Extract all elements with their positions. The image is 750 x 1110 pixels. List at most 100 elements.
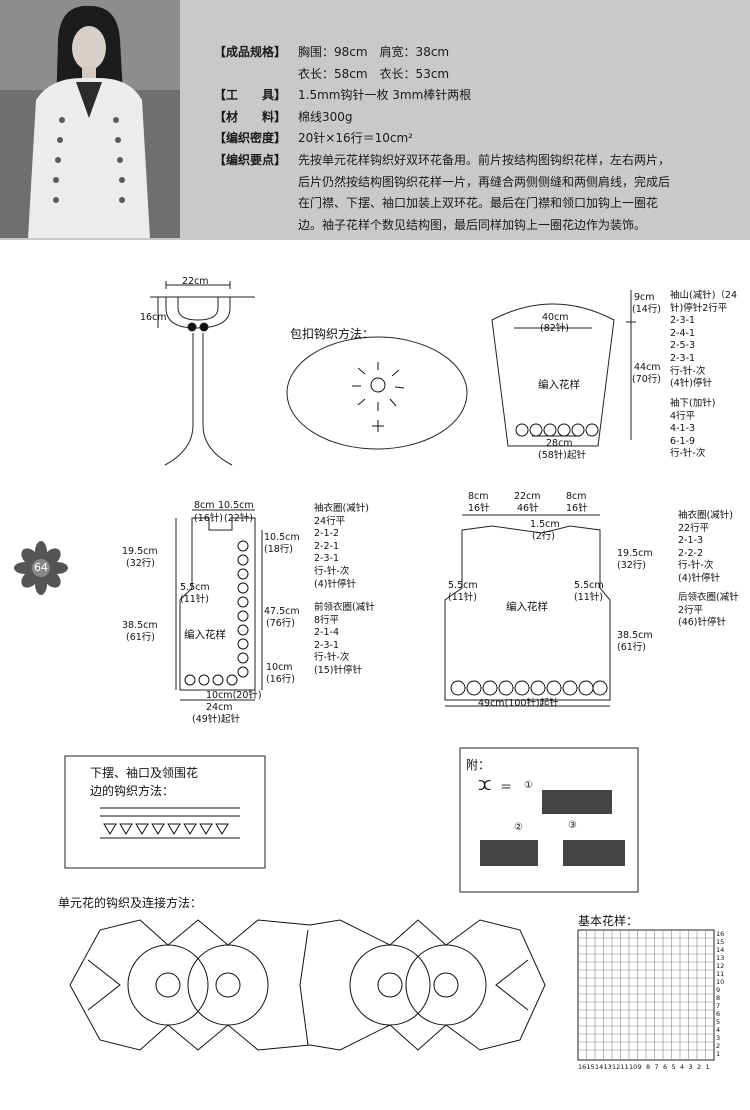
- sleeve-len-rows: (70行): [632, 374, 662, 385]
- stitch-chart-col-number: 2: [697, 1063, 702, 1071]
- back-upper-rows: (32行): [617, 560, 647, 571]
- front-flower-band: [184, 540, 249, 686]
- front-neckdrop-cm: 10.5cm: [264, 532, 300, 543]
- sleeve-top-cm: 40cm: [542, 312, 569, 323]
- front-piece-diagram: [175, 509, 263, 701]
- model-photo: [0, 0, 180, 238]
- stitch-chart-row-number: 14: [716, 946, 725, 954]
- page-number: 64: [34, 561, 48, 574]
- stitch-chart-col-number: 12: [612, 1063, 621, 1071]
- spec-row-instructions: 【编织要点】 先按单元花样钩织好双环花备用。前片按结构图钩织花样，左右两片， 后…: [214, 150, 734, 236]
- button-crochet-title: 包扣钩织方法：: [290, 327, 375, 341]
- sleeve-diagram: [491, 290, 636, 447]
- stitch-chart-row-number: 9: [716, 986, 721, 994]
- note-line: 4行平: [670, 410, 696, 422]
- note-line: (46)针停针: [678, 617, 727, 629]
- front-band-cm: 47.5cm: [264, 606, 300, 617]
- note-line: 2-3-1: [314, 553, 339, 565]
- back-pattern-label: 编入花样: [506, 601, 548, 613]
- sleeve-under-notes: 袖下(加针) 4行平 4-1-3 6-1-9 行-针-次: [670, 398, 715, 461]
- front-neck-notes: 前领衣圈(减针 8行平 2-1-4 2-3-1 行-针-次 (15)针停针: [314, 602, 375, 678]
- front-arm-cm: 5.5cm: [180, 582, 210, 593]
- instruction-line: 后片仍然按结构图钩织花样一片，再缝合两侧侧缝和两侧肩线，完成后: [298, 174, 671, 189]
- sleeve-pattern-label: 编入花样: [538, 379, 580, 391]
- stitch-chart-col-number: 3: [688, 1063, 693, 1071]
- note-line: 2-1-3: [678, 535, 703, 547]
- front-shoulder-st: (16针): [194, 513, 224, 524]
- stitch-chart-col-number: 6: [663, 1063, 668, 1071]
- spec-key: 【材 料】: [214, 109, 287, 124]
- front-bottom-cm: 24cm: [206, 702, 233, 713]
- note-line: (4)针停针: [314, 578, 356, 590]
- back-arm-st: (11针): [448, 592, 478, 603]
- back-piece-diagram: [444, 514, 611, 707]
- note-line: 2-2-1: [314, 540, 339, 552]
- stitch-chart-col-number: 15: [586, 1063, 595, 1071]
- note-line: 2行平: [678, 604, 704, 616]
- back-shoulder-cm: 8cm: [468, 491, 489, 502]
- appendix-equals: ＝: [500, 780, 513, 794]
- spec-row-gauge: 【编织密度】 20针×16行＝10cm²: [214, 128, 734, 150]
- stitch-chart-col-number: 8: [646, 1063, 651, 1071]
- neck-width-label: 22cm: [182, 276, 209, 287]
- back-neck-st: 46针: [517, 503, 539, 514]
- note-line: 2-3-1: [670, 315, 695, 327]
- note-line: 行-针-次: [314, 565, 350, 577]
- back-arm-notes: 袖衣圈(减针) 22行平 2-1-3 2-2-2 行-针-次 (4)针停针: [678, 510, 733, 586]
- front-shoulder-cm: 8cm: [194, 500, 215, 511]
- back-flower-band: [450, 680, 608, 696]
- stitch-chart-row-number: 10: [716, 978, 725, 986]
- edging-chart: [100, 807, 240, 839]
- note-line: 8行平: [314, 614, 340, 626]
- sleeve-top-st: (82针): [540, 323, 570, 334]
- stitch-chart-row-number: 5: [716, 1018, 721, 1026]
- note-line: 22行平: [678, 522, 710, 534]
- spec-row-material: 【材 料】 棉线300g: [214, 107, 734, 129]
- spec-value: 棉线300g: [298, 109, 353, 124]
- back-lower-rows: (61行): [617, 642, 647, 653]
- note-line: 2-3-1: [314, 639, 339, 651]
- appendix-title: 附：: [466, 758, 491, 772]
- appendix-illustrations: [480, 790, 625, 866]
- note-line: 袖衣圈(减针): [314, 503, 369, 514]
- front-bottom-st: (49针)起针: [192, 714, 241, 725]
- spec-key: 【编织要点】: [214, 152, 287, 167]
- front-upper-rows: (32行): [126, 558, 156, 569]
- spec-value: 胸围：98cm 肩宽：38cm: [298, 45, 450, 59]
- instruction-line: 先按单元花样钩织好双环花备用。前片按结构图钩织花样，左右两片，: [298, 152, 671, 167]
- button-crochet-ellipse: [286, 336, 468, 450]
- spec-row-tools: 【工 具】 1.5mm钩针一枚 3mm棒针两根: [214, 85, 734, 107]
- stitch-chart-row-number: 12: [716, 962, 725, 970]
- front-arm-st: (11针): [180, 594, 210, 605]
- stitch-chart-row-number: 6: [716, 1010, 721, 1018]
- spec-value: 20针×16行＝10cm²: [298, 131, 413, 146]
- note-line: 2-5-3: [670, 340, 695, 352]
- stitch-chart-row-number: 7: [716, 1002, 721, 1010]
- back-bottom-label: 49cm(100针)起针: [478, 698, 559, 709]
- note-line: 2-4-1: [670, 327, 695, 339]
- stitch-chart-col-number: 14: [595, 1063, 604, 1071]
- spec-block: 【成品规格】 胸围：98cm 肩宽：38cm 衣长：58cm 衣长：53cm 【…: [214, 42, 734, 236]
- front-arm-notes: 袖衣圈(减针) 24行平 2-1-2 2-2-1 2-3-1 行-针-次 (4)…: [314, 503, 369, 591]
- back-arm-cm: 5.5cm: [448, 580, 478, 591]
- stitch-chart-row-number: 1: [716, 1050, 721, 1058]
- front-neck-cm: 10.5cm: [218, 500, 254, 511]
- back-shoulder2-st: 16针: [566, 503, 588, 514]
- note-line: (15)针停针: [314, 664, 363, 676]
- appendix-step3: ③: [568, 820, 577, 831]
- front-upper-cm: 19.5cm: [122, 546, 158, 557]
- sleeve-bottom-cm: 28cm: [546, 438, 573, 449]
- stitch-chart-col-number: 1: [705, 1063, 710, 1071]
- stitch-chart-col-number: 11: [620, 1063, 629, 1071]
- note-line: 4-1-3: [670, 423, 695, 435]
- front-bottom-band: 10cm(20针): [206, 690, 262, 701]
- back-arm2-st: (11针): [574, 592, 604, 603]
- appendix-box: [459, 747, 639, 893]
- appendix-symbol: ⵋ: [478, 778, 492, 794]
- spec-value: 衣长：58cm 衣长：53cm: [298, 66, 450, 81]
- note-line: 前领衣圈(减针: [314, 602, 375, 613]
- stitch-chart-row-number: 3: [716, 1034, 721, 1042]
- note-line: 袖山(减针)（24: [670, 290, 738, 301]
- page-badge-flower-icon: [14, 541, 68, 595]
